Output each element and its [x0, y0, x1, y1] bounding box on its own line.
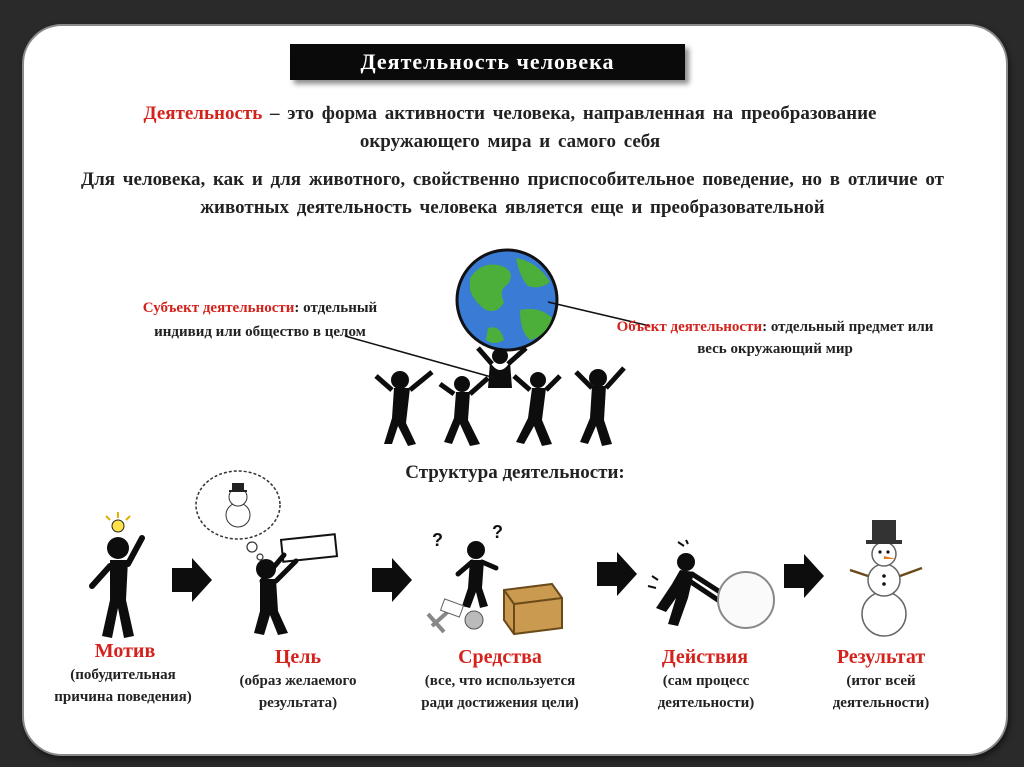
step-title-result: Результат: [836, 646, 926, 668]
arrow-icon: [597, 552, 637, 596]
step-desc-goal: (образ желаемого результата): [239, 673, 357, 711]
adaptive-paragraph: Для человека, как и для животного, свойс…: [81, 169, 944, 218]
step-title-actions: Действия: [661, 646, 749, 668]
motive-figure: [89, 512, 145, 638]
tools-icon: [426, 598, 484, 634]
snowman-icon: [225, 483, 251, 528]
snowman-icon: [849, 520, 923, 637]
globe-land: [486, 327, 504, 343]
means-figure: ? ?: [426, 522, 563, 636]
object-term: Объект деятельности: [616, 319, 763, 335]
step-title-motive: Мотив: [94, 640, 156, 662]
svg-text:?: ?: [492, 522, 503, 542]
step-desc-result: (итог всей деятельности): [832, 673, 930, 711]
definition-rest: – это форма активности человека, направл…: [262, 103, 877, 152]
definition-text: Деятельность – это форма активности чело…: [90, 100, 930, 156]
arrow-icon: [784, 554, 824, 598]
snowball: [717, 571, 775, 629]
structure-title: Структура деятельности:: [405, 462, 625, 483]
globe-people-illustration: [374, 248, 626, 446]
sign-board: [279, 533, 339, 563]
goal-figure: [195, 470, 339, 635]
lightbulb-icon: [105, 512, 131, 533]
svg-text:?: ?: [432, 530, 443, 550]
cardboard-box-icon: [503, 582, 563, 636]
object-text: Объект деятельности: отдельный предмет и…: [615, 316, 935, 360]
arrow-icon: [372, 558, 412, 602]
subject-desc: : отдельный индивид или общество в целом: [154, 300, 378, 340]
definition-term: Деятельность: [143, 103, 263, 124]
people-silhouettes: [374, 346, 626, 446]
subject-text: Субъект деятельности: отдельный индивид …: [135, 296, 385, 344]
step-desc-actions: (сам процесс деятельности): [657, 673, 755, 711]
actions-figure: [647, 539, 775, 629]
slide-title: Деятельность человека: [290, 44, 685, 80]
globe-land: [520, 309, 552, 340]
object-desc: : отдельный предмет или весь окружающий …: [697, 319, 934, 357]
subject-term: Субъект деятельности: [142, 300, 295, 316]
result-snowman: [849, 520, 923, 637]
arrow-icon: [172, 558, 212, 602]
step-title-goal: Цель: [274, 646, 322, 668]
globe-land: [516, 258, 550, 288]
step-desc-motive: (побудительная причина поведения): [54, 667, 192, 705]
globe-land: [470, 264, 511, 311]
step-desc-means: (все, что используется ради достижения ц…: [421, 673, 579, 711]
step-title-means: Средства: [458, 646, 542, 668]
